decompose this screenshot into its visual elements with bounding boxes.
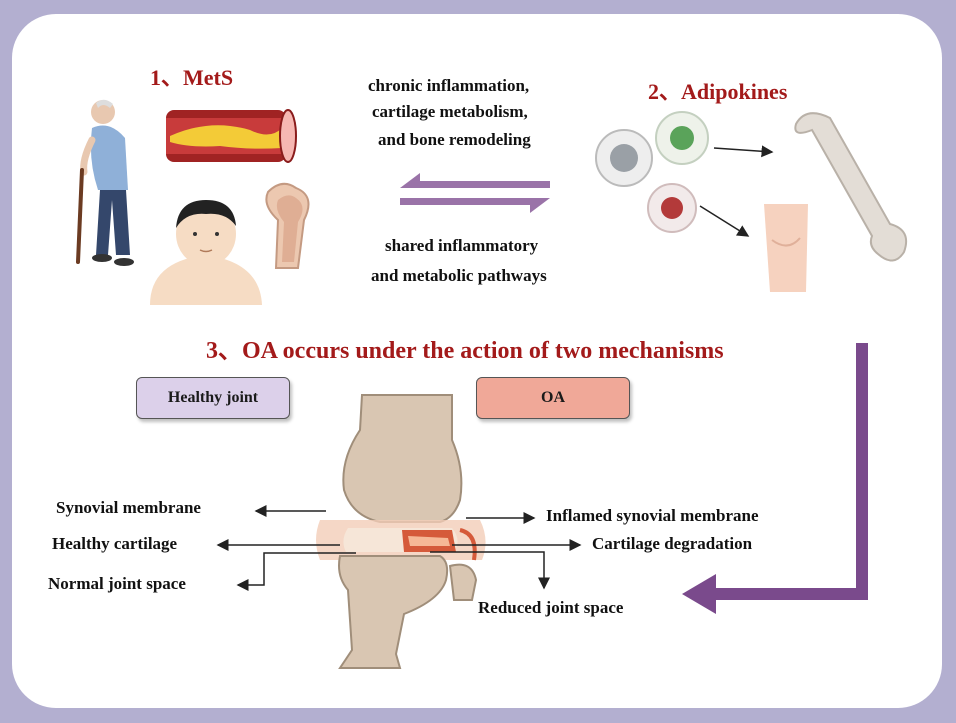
adipokines-heading: 2、Adipokines	[648, 74, 787, 106]
inflamed-synovial-membrane-label: Inflamed synovial membrane	[546, 506, 759, 526]
reduced-joint-space-label: Reduced joint space	[478, 598, 623, 618]
oa-box: OA	[476, 377, 630, 419]
adipokine-to-knee-arrow	[700, 206, 748, 236]
elderly-man-icon	[78, 100, 134, 266]
backward-line-1: shared inflammatory	[385, 236, 538, 256]
synovial-membrane-label: Synovial membrane	[56, 498, 201, 518]
healthy-cartilage-label: Healthy cartilage	[52, 534, 177, 554]
normal-joint-space-label: Normal joint space	[48, 574, 186, 594]
femur-section-icon	[266, 184, 308, 268]
knee-joint-illustration	[316, 395, 486, 668]
backward-line-2: and metabolic pathways	[371, 266, 547, 286]
adipocyte-cells-icon	[596, 112, 708, 232]
healthy-joint-box: Healthy joint	[136, 377, 290, 419]
blood-vessel-plaque-icon	[166, 110, 296, 162]
knee-leg-icon	[764, 204, 808, 292]
forward-line-3: and bone remodeling	[378, 130, 531, 150]
mets-heading: 1、MetS	[150, 60, 233, 92]
adipokine-to-bone-arrow	[714, 148, 772, 152]
mechanism-arrow	[682, 343, 868, 614]
forward-line-2: cartilage metabolism,	[372, 102, 528, 122]
cartilage-degradation-label: Cartilage degradation	[592, 534, 752, 554]
obese-person-icon	[150, 200, 262, 305]
equilibrium-arrows	[400, 173, 550, 213]
oa-mechanisms-heading: 3、OA occurs under the action of two mech…	[206, 330, 724, 365]
long-bone-icon	[795, 113, 906, 260]
forward-line-1: chronic inflammation,	[368, 76, 529, 96]
